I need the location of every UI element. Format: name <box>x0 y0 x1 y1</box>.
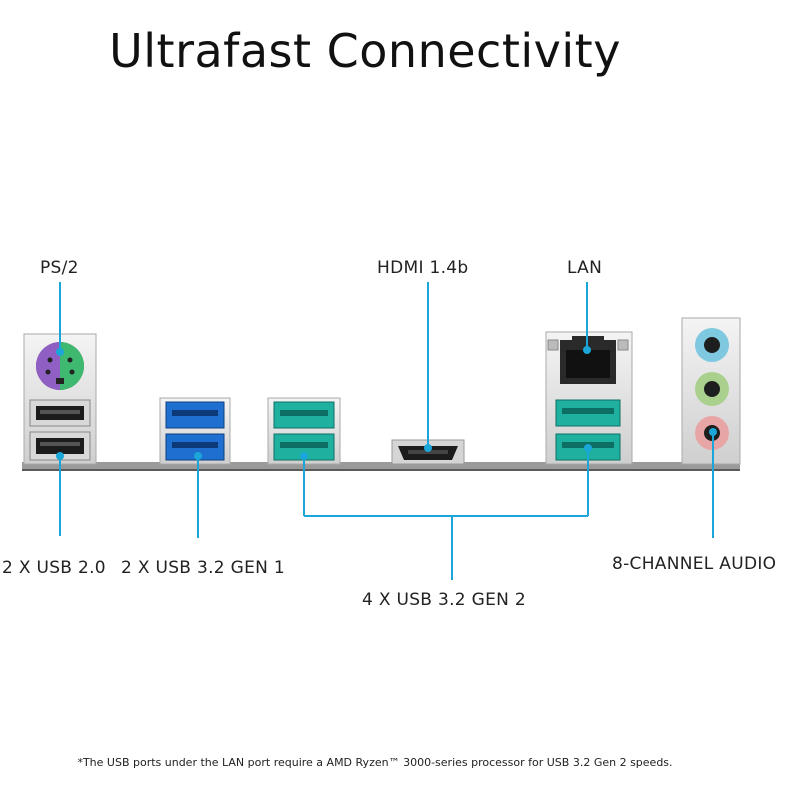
label-usb32-gen1: 2 X USB 3.2 GEN 1 <box>121 558 285 578</box>
callout-dots <box>56 346 717 460</box>
footnote: *The USB ports under the LAN port requir… <box>77 756 673 769</box>
usb32-gen1-stack <box>159 397 231 465</box>
label-usb32-gen2: 4 X USB 3.2 GEN 2 <box>362 590 526 610</box>
callout-lines <box>59 282 714 580</box>
usb20-port-bottom <box>29 431 91 461</box>
label-lan: LAN <box>567 258 603 278</box>
label-audio: 8-CHANNEL AUDIO <box>612 554 777 574</box>
page-title: Ultrafast Connectivity <box>109 24 621 78</box>
audio-jacks <box>681 317 741 465</box>
ps2-port <box>36 342 84 390</box>
lan-usb32-gen2-stack <box>545 331 633 465</box>
label-usb20: 2 X USB 2.0 <box>2 558 106 578</box>
label-ps2: PS/2 <box>40 258 79 278</box>
usb20-port-top <box>29 399 91 427</box>
label-hdmi: HDMI 1.4b <box>377 258 469 278</box>
io-shield-base <box>22 462 740 470</box>
